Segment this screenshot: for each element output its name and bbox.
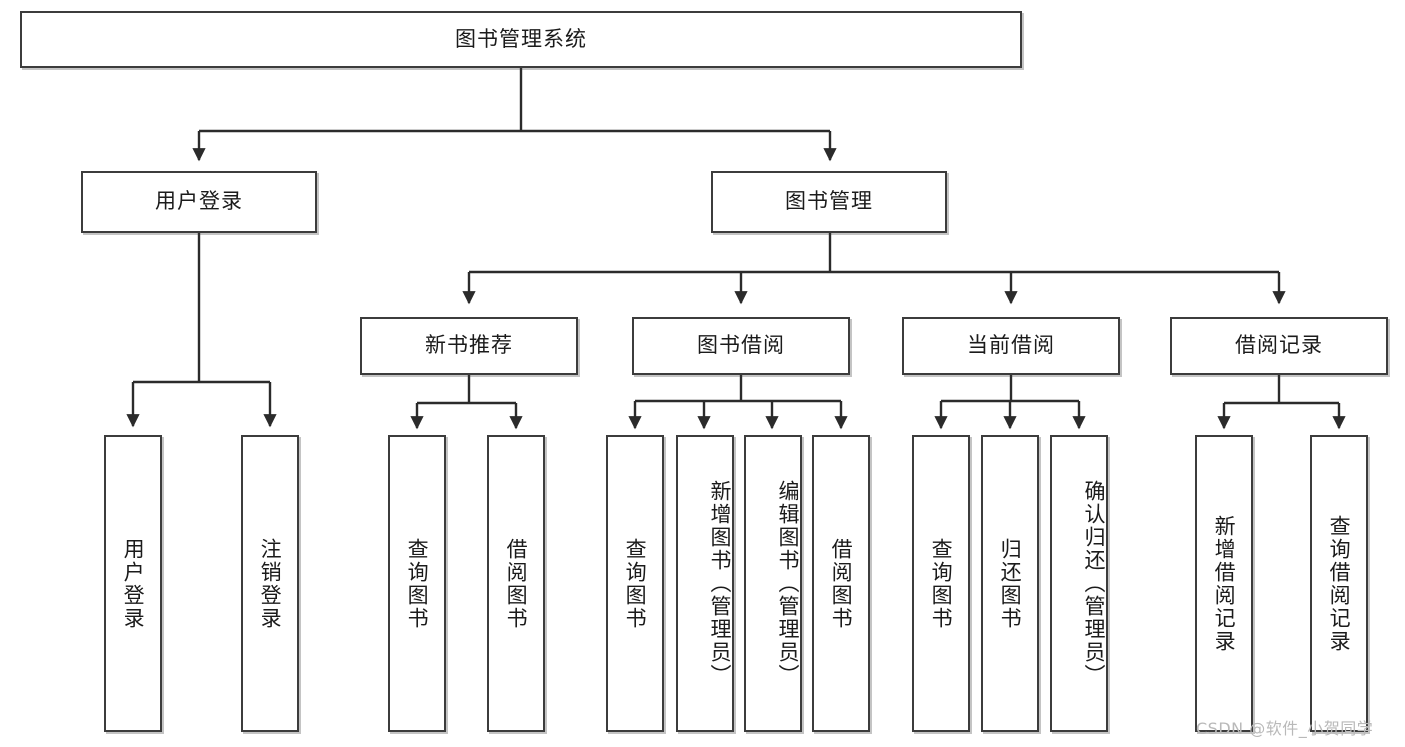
node-user-login[interactable]: 用户登录 <box>81 171 317 233</box>
node-user-login-label: 用户登录 <box>155 189 243 214</box>
node-leaf-edit-book[interactable]: 编辑图书（管理员） <box>744 435 802 732</box>
node-leaf-edit-book-label: 编辑图书（管理员） <box>776 480 800 687</box>
node-leaf-user-logout[interactable]: 注销登录 <box>241 435 299 732</box>
node-book-management[interactable]: 图书管理 <box>711 171 947 233</box>
node-leaf-confirm-return[interactable]: 确认归还（管理员） <box>1050 435 1108 732</box>
node-leaf-return-book[interactable]: 归还图书 <box>981 435 1039 732</box>
node-leaf-query-book-2-label: 查询图书 <box>623 537 648 630</box>
node-borrow-record[interactable]: 借阅记录 <box>1170 317 1388 375</box>
node-leaf-query-book-3[interactable]: 查询图书 <box>912 435 970 732</box>
csdn-watermark: CSDN @软件_小贺同学 <box>1196 719 1374 738</box>
node-leaf-add-book-label: 新增图书（管理员） <box>708 480 732 687</box>
node-current-borrow[interactable]: 当前借阅 <box>902 317 1120 375</box>
node-root[interactable]: 图书管理系统 <box>20 11 1022 68</box>
node-book-management-label: 图书管理 <box>785 189 873 214</box>
node-leaf-confirm-return-label: 确认归还（管理员） <box>1082 480 1106 687</box>
node-new-book-recommend-label: 新书推荐 <box>425 333 513 358</box>
node-leaf-user-logout-label: 注销登录 <box>258 537 283 630</box>
node-current-borrow-label: 当前借阅 <box>967 333 1055 358</box>
node-leaf-return-book-label: 归还图书 <box>998 537 1023 630</box>
node-leaf-borrow-book-2-label: 借阅图书 <box>829 537 854 630</box>
node-borrow-record-label: 借阅记录 <box>1235 333 1323 358</box>
node-root-label: 图书管理系统 <box>455 26 587 51</box>
node-leaf-query-borrow-record[interactable]: 查询借阅记录 <box>1310 435 1368 732</box>
node-leaf-query-borrow-record-label: 查询借阅记录 <box>1327 514 1352 653</box>
node-leaf-query-book-2[interactable]: 查询图书 <box>606 435 664 732</box>
node-leaf-query-book-1-label: 查询图书 <box>405 537 430 630</box>
node-leaf-borrow-book-1-label: 借阅图书 <box>504 537 529 630</box>
node-leaf-query-book-1[interactable]: 查询图书 <box>388 435 446 732</box>
node-leaf-user-login[interactable]: 用户登录 <box>104 435 162 732</box>
node-book-borrow-label: 图书借阅 <box>697 333 785 358</box>
node-leaf-borrow-book-1[interactable]: 借阅图书 <box>487 435 545 732</box>
node-book-borrow[interactable]: 图书借阅 <box>632 317 850 375</box>
node-leaf-query-book-3-label: 查询图书 <box>929 537 954 630</box>
node-leaf-add-borrow-record[interactable]: 新增借阅记录 <box>1195 435 1253 732</box>
node-leaf-add-book[interactable]: 新增图书（管理员） <box>676 435 734 732</box>
node-new-book-recommend[interactable]: 新书推荐 <box>360 317 578 375</box>
node-leaf-borrow-book-2[interactable]: 借阅图书 <box>812 435 870 732</box>
node-leaf-user-login-label: 用户登录 <box>121 537 146 630</box>
node-leaf-add-borrow-record-label: 新增借阅记录 <box>1212 514 1237 653</box>
